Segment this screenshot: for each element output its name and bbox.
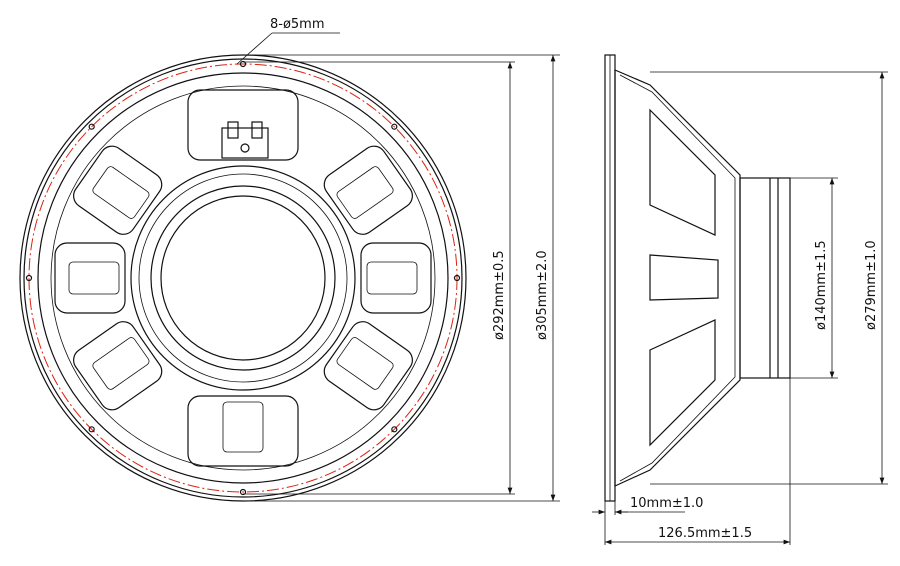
outer-rim: [19, 54, 467, 502]
mounting-hole: [391, 426, 398, 433]
basket: [614, 69, 741, 487]
terminal: [221, 121, 269, 159]
magnet-outer: [130, 165, 356, 391]
basket-window: [323, 321, 413, 411]
front-view: [19, 54, 467, 502]
mounting-hole: [239, 60, 247, 68]
side-view: [604, 54, 791, 502]
mounting-hole: [453, 274, 461, 282]
basket-window: [187, 89, 299, 161]
mounting-hole: [25, 274, 33, 282]
mounting-hole: [88, 123, 95, 130]
basket-window: [187, 395, 299, 467]
basket-window: [360, 242, 432, 314]
dim-292-label: ø292mm±0.5: [492, 250, 507, 340]
basket-window: [323, 145, 413, 235]
dim-140-label: ø140mm±1.5: [814, 240, 829, 330]
dim-10-label: 10mm±1.0: [630, 496, 703, 511]
basket-window: [73, 145, 163, 235]
dim-305-label: ø305mm±2.0: [535, 250, 550, 340]
mounting-hole: [239, 488, 247, 496]
basket-window: [73, 321, 163, 411]
dim-279-label: ø279mm±1.0: [864, 240, 879, 330]
hole-callout-label: 8-ø5mm: [270, 17, 325, 32]
dim-126-label: 126.5mm±1.5: [658, 526, 752, 541]
mounting-hole: [391, 123, 398, 130]
mounting-hole: [88, 426, 95, 433]
pole-piece: [160, 195, 326, 361]
magnet: [739, 177, 791, 379]
basket-window: [54, 242, 126, 314]
bolt-circle: [28, 63, 458, 493]
